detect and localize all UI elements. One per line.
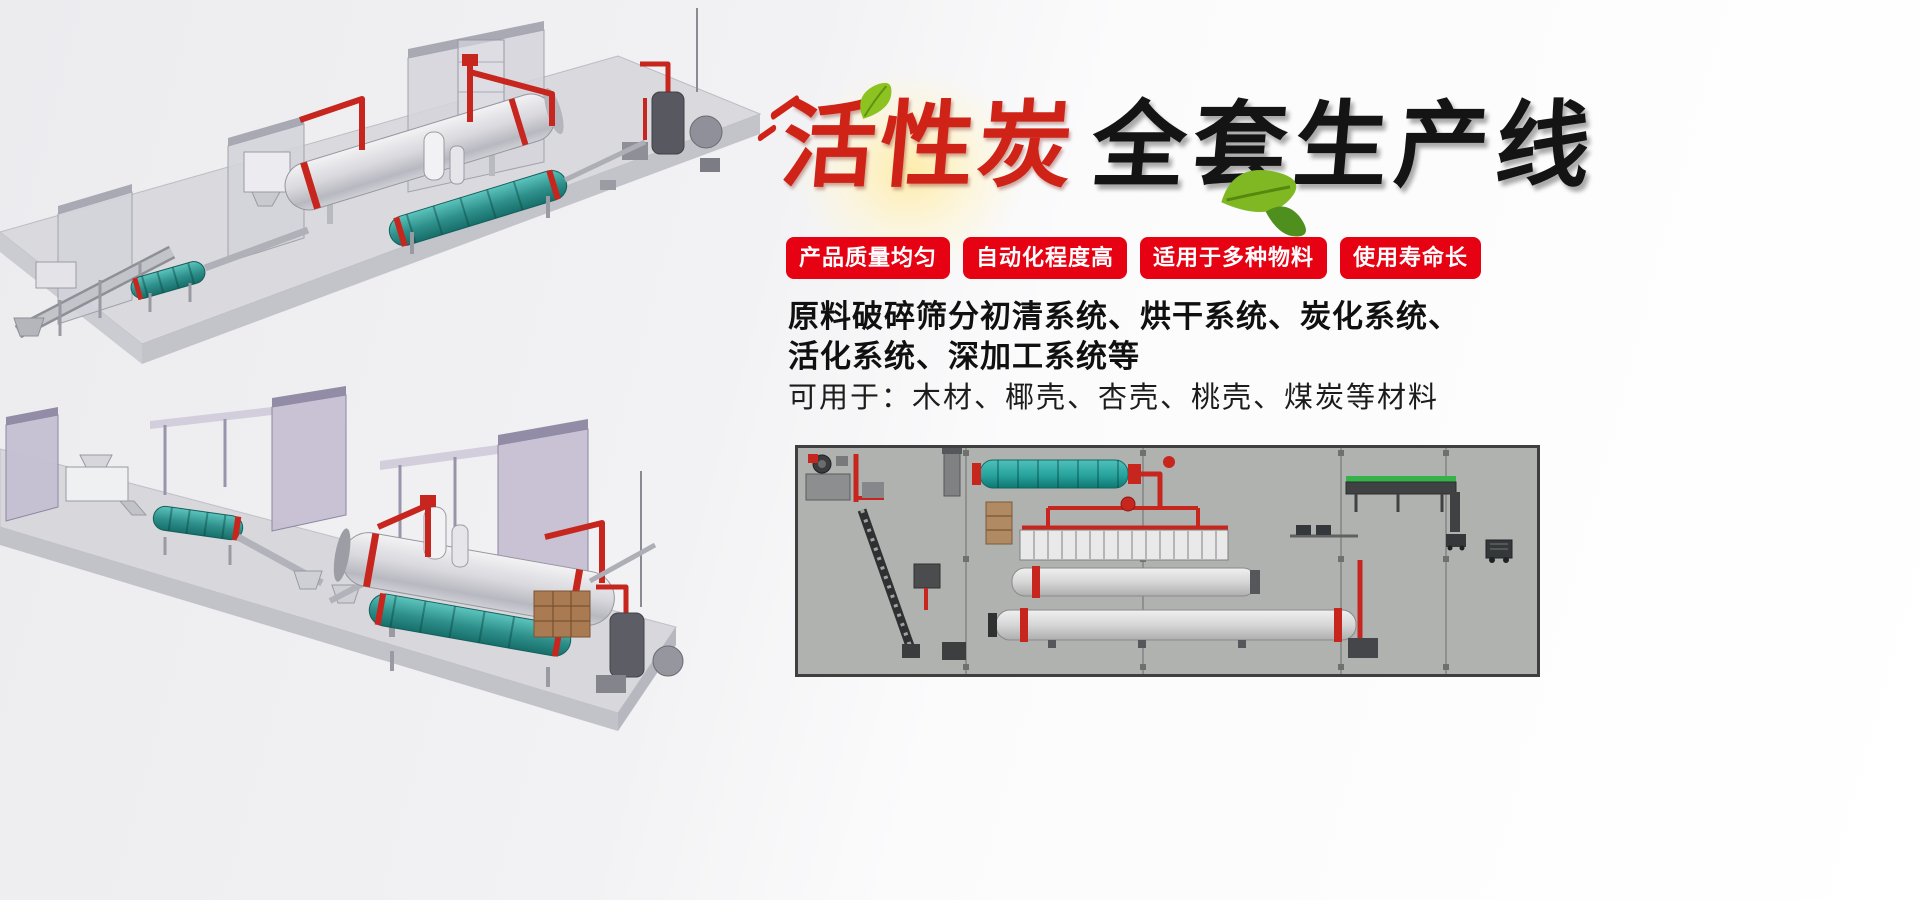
feature-badges: 产品质量均匀 自动化程度高 适用于多种物料 使用寿命长	[786, 237, 1482, 279]
page-title-black: 全套生产线	[1087, 93, 1602, 198]
page-title-red: 活性炭	[777, 93, 1081, 198]
system-description-line1: 原料破碎筛分初清系统、烘干系统、炭化系统、	[788, 299, 1460, 334]
production-line-3d-render-bottom	[0, 375, 745, 740]
page-title: 活性炭全套生产线	[777, 92, 1601, 200]
badge-lifespan: 使用寿命长	[1340, 237, 1482, 279]
production-line-3d-render-top	[0, 0, 762, 372]
system-description: 原料破碎筛分初清系统、烘干系统、炭化系统、 活化系统、深加工系统等	[788, 297, 1460, 377]
system-description-line2: 活化系统、深加工系统等	[788, 339, 1140, 374]
badge-quality: 产品质量均匀	[786, 237, 951, 279]
materials-description: 可用于：木材、椰壳、杏壳、桃壳、煤炭等材料	[788, 382, 1440, 414]
badge-materials: 适用于多种物料	[1140, 237, 1328, 279]
badge-automation: 自动化程度高	[963, 237, 1128, 279]
factory-layout-diagram	[795, 445, 1540, 677]
